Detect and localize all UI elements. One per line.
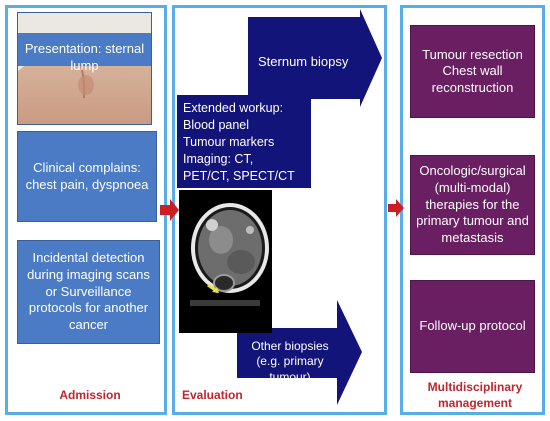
- admission-label: Admission: [59, 388, 121, 402]
- patient-chest-photo: [18, 13, 151, 124]
- workup-line: Extended workup:: [183, 101, 284, 115]
- clinical-complaints-box: Clinical complains: chest pain, dyspnoea: [17, 131, 157, 222]
- tumour-resection-box: Tumour resection Chest wall reconstructi…: [410, 25, 535, 118]
- evaluation-label: Evaluation: [182, 388, 243, 402]
- tumour-resection-text: Tumour resection Chest wall reconstructi…: [422, 46, 523, 95]
- extended-workup-box: [177, 95, 311, 188]
- follow-up-text: Follow-up protocol: [419, 318, 526, 334]
- management-label: Multidisciplinary management: [427, 380, 523, 410]
- follow-up-box: Follow-up protocol: [410, 280, 535, 373]
- presentation-box: Presentation: sternal lump: [17, 12, 152, 125]
- admission-to-evaluation-arrow: [160, 199, 179, 221]
- evaluation-to-management-arrow: [388, 199, 404, 217]
- clinical-complaints-text: Clinical complains: chest pain, dyspnoea: [25, 159, 149, 192]
- oncologic-therapies-text: Oncologic/surgical (multi-modal) therapi…: [416, 163, 529, 245]
- workup-line: PET/CT, SPECT/CT: [183, 169, 295, 183]
- ct-scan-image: [179, 190, 272, 333]
- presentation-text: Presentation: sternal lump: [24, 41, 145, 73]
- workup-line: Tumour markers: [183, 135, 275, 149]
- incidental-detection-text: Incidental detection during imaging scan…: [27, 250, 150, 332]
- incidental-detection-box: Incidental detection during imaging scan…: [17, 240, 160, 344]
- extended-workup-text: Extended workup: Blood panel Tumour mark…: [183, 100, 311, 185]
- other-biopsies-arrow: [237, 300, 362, 405]
- oncologic-therapies-box: Oncologic/surgical (multi-modal) therapi…: [410, 155, 535, 255]
- sternum-biopsy-text: Sternum biopsy: [258, 54, 349, 69]
- workup-line: Blood panel: [183, 118, 250, 132]
- sternum-biopsy-arrow: [248, 9, 382, 107]
- other-biopsies-text: Other biopsies (e.g. primary tumour): [251, 339, 329, 384]
- workup-line: Imaging: CT,: [183, 152, 254, 166]
